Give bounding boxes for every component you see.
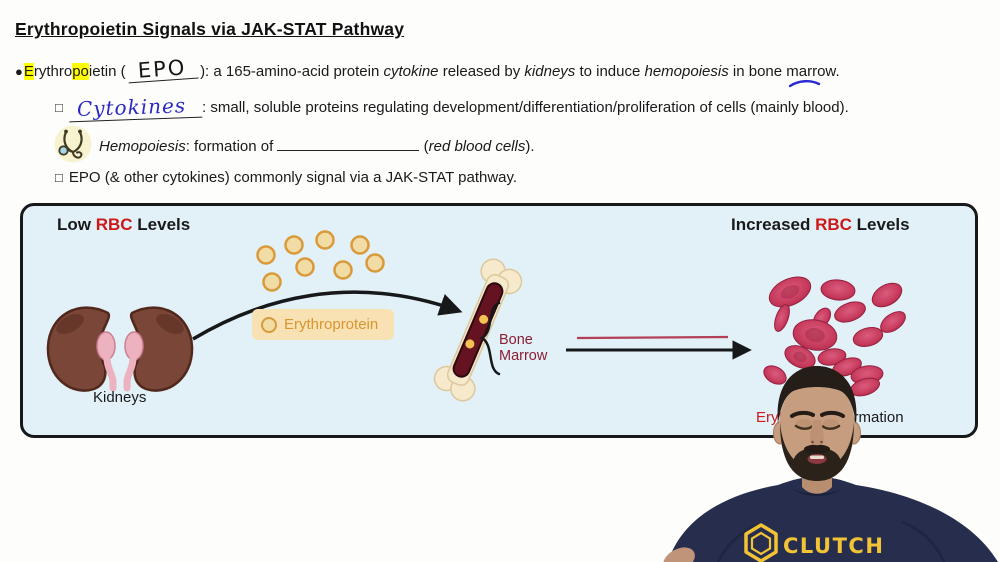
bullet-jak-stat: □ EPO (& other cytokines) commonly signal… [55,169,517,186]
presenter-torso [663,476,998,562]
kidneys-label: Kidneys [93,389,147,406]
highlight-po: po [72,63,89,80]
text-segment: ): a 165-amino-acid protein [200,63,384,80]
text-segment: marrow. [786,63,840,80]
hexagon-inner-icon [750,531,772,556]
epo-molecules [256,230,385,292]
rbc-abbrev: RBC [95,215,133,234]
handwritten-cytokines: Cytokines [68,93,203,123]
mustache [804,444,830,454]
bullet-dot: ● [15,64,23,79]
stethoscope-icon [54,125,92,163]
fill-in-blank [277,136,420,151]
text-segment: : formation of [185,138,278,155]
kidneys-illustration [46,306,194,392]
term-cytokine: cytokine [383,63,439,80]
text-segment: in bone [728,63,787,80]
text-segment: Bone [499,332,533,348]
erythroprotein-label: Erythroprotein [252,309,394,340]
highlight-E: E [23,63,34,80]
nose [810,420,824,446]
handwritten-red-line [576,335,729,340]
shirt-text: CLUTCH [783,534,884,558]
pathway-diagram [46,230,906,402]
term-kidneys: kidneys [524,63,576,80]
rbc-abbrev: RBC [815,215,852,234]
page-title: Erythropoietin Signals via JAK-STAT Path… [15,19,405,39]
blue-underline-mark [789,80,821,88]
hexagon-icon [744,523,778,562]
text-segment: Marrow [499,348,548,364]
bullet-cytokines: □ Cytokines: small, soluble proteins regu… [55,93,849,123]
bone-illustration [433,258,523,402]
text-segment: ietin ( [88,63,126,80]
rbc-cluster [763,276,906,397]
text-segment: ). [525,138,535,155]
term-hemopoiesis: hemopoiesis [644,63,729,80]
bone-marrow-core [452,282,504,378]
text-segment: released by [438,63,525,80]
text-segment: : small, soluble proteins regulating dev… [202,99,849,116]
text-segment: Levels [132,215,191,234]
erythroprotein-text: Erythroprotein [284,316,379,333]
clutch-logo: CLUTCH [744,523,884,562]
text-segment: to induce [575,63,645,80]
bullet-epo-definition: ●Erythropoietin (EPO): a 165-amino-acid … [15,55,840,88]
square-bullet-icon: □ [55,170,63,185]
text-segment: Increased [731,215,816,234]
marrow-word-wrap: marrow. [786,63,840,88]
hair [777,366,857,424]
presenter-head [773,366,861,494]
text-segment: Low [57,215,96,234]
bone-marrow-brace [479,301,501,376]
answer-hint: red blood cells [428,138,526,155]
text-segment: ( [419,138,429,155]
text-segment: Levels [851,215,910,234]
text-segment: rythro [33,63,73,80]
heading-increased-rbc: Increased RBC Levels [731,215,910,235]
heading-low-rbc: Low RBC Levels [57,215,190,235]
presenter-arm [663,547,695,562]
epo-circle-icon [261,316,277,333]
square-bullet-icon: □ [55,100,63,115]
term-hemopoiesis: Hemopoiesis [99,138,186,155]
handwritten-epo: EPO [126,55,199,84]
epo-secretion-arrow [192,290,463,341]
text-segment: EPO (& other cytokines) commonly signal … [68,169,518,186]
bullet-hemopoiesis: Hemopoiesis: formation of (red blood cel… [99,136,535,155]
bone-marrow-label: Bone Marrow [499,332,547,364]
presenter-video-overlay: CLUTCH [663,366,998,562]
